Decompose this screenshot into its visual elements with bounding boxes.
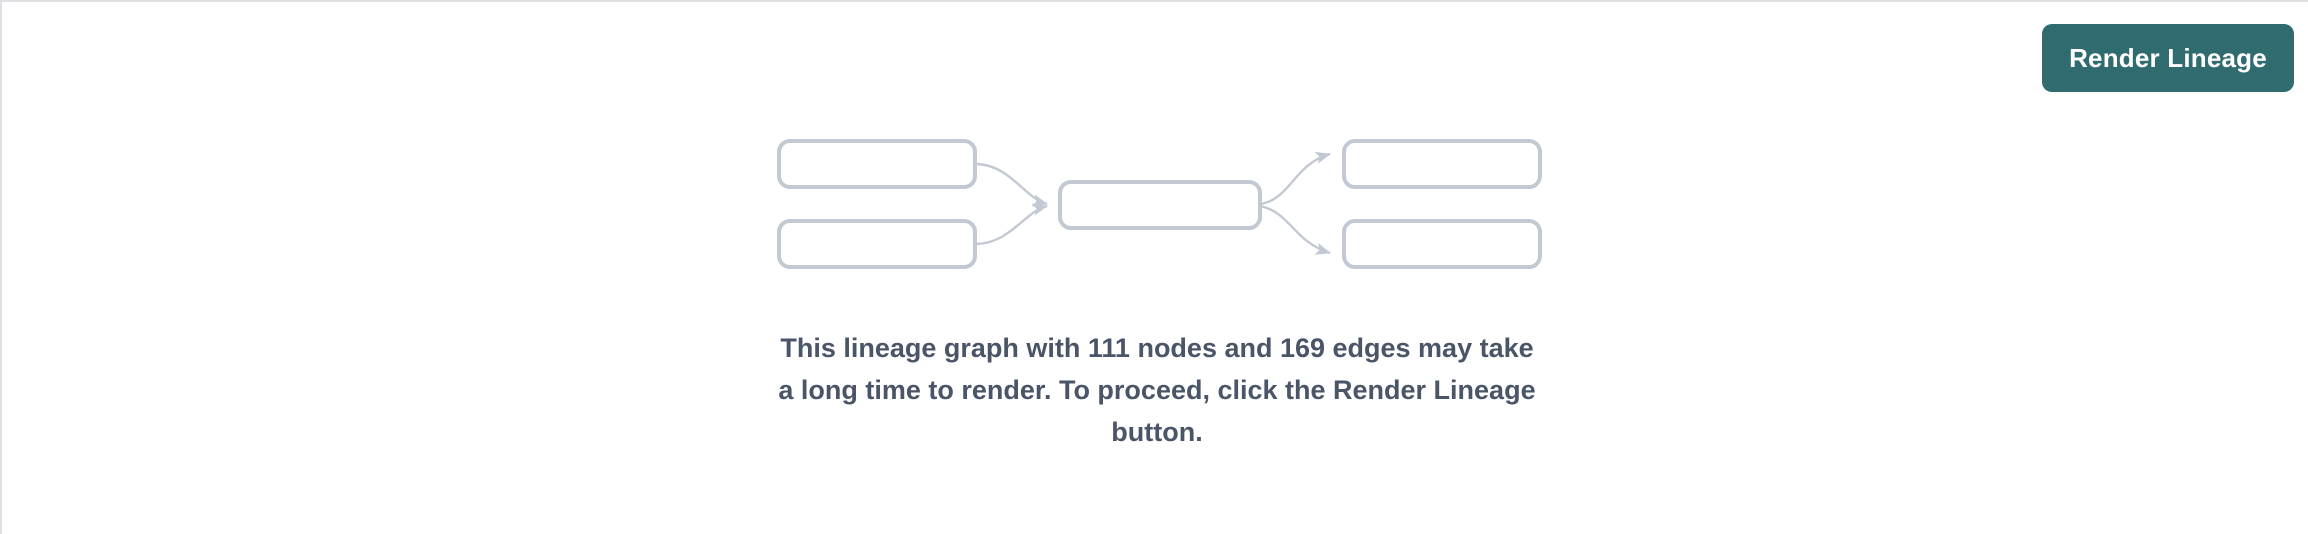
lineage-node xyxy=(1342,219,1542,269)
lineage-node xyxy=(1342,139,1542,189)
render-lineage-button[interactable]: Render Lineage xyxy=(2042,24,2294,92)
lineage-nodes xyxy=(777,139,1542,269)
lineage-node xyxy=(1058,180,1262,230)
lineage-node xyxy=(777,219,977,269)
lineage-node xyxy=(777,139,977,189)
lineage-edges xyxy=(974,151,1331,255)
lineage-warning-message: This lineage graph with 111 nodes and 16… xyxy=(778,333,1536,447)
lineage-graph-placeholder xyxy=(742,120,1572,285)
